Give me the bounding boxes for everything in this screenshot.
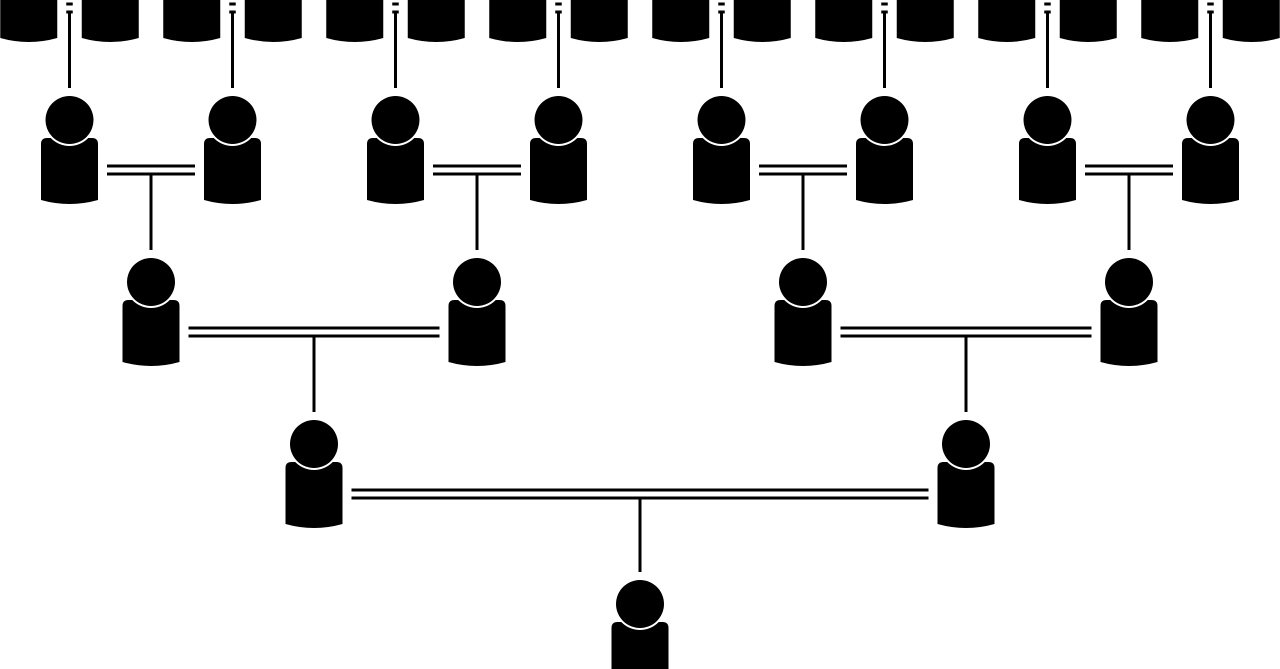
person-body bbox=[1059, 0, 1117, 42]
person-body bbox=[856, 138, 913, 204]
person-head bbox=[534, 96, 583, 144]
person-head bbox=[697, 96, 746, 144]
person-head bbox=[1023, 96, 1072, 144]
person-body bbox=[407, 0, 465, 42]
person-head bbox=[127, 258, 175, 306]
person-icon bbox=[1100, 256, 1158, 366]
person-body bbox=[652, 0, 710, 42]
person-icon bbox=[774, 256, 832, 366]
person-icon bbox=[530, 94, 587, 204]
person-body bbox=[611, 622, 669, 669]
couple-connector bbox=[229, 2, 236, 88]
person-body bbox=[163, 0, 221, 42]
person-body bbox=[1019, 138, 1076, 204]
person-icon bbox=[652, 0, 710, 42]
person-icon bbox=[856, 94, 913, 204]
person-icon bbox=[122, 256, 180, 366]
person-icon bbox=[407, 0, 465, 42]
person-body bbox=[489, 0, 547, 42]
person-icon bbox=[1141, 0, 1199, 42]
couple-connector bbox=[433, 164, 521, 250]
person-icon bbox=[163, 0, 221, 42]
person-head bbox=[860, 96, 909, 144]
person-head bbox=[942, 420, 990, 468]
person-body bbox=[0, 0, 58, 42]
person-icon bbox=[1182, 94, 1239, 204]
person-head bbox=[453, 258, 501, 306]
couple-connector bbox=[718, 2, 725, 88]
person-icon bbox=[448, 256, 506, 366]
person-icon bbox=[815, 0, 873, 42]
person-body bbox=[978, 0, 1036, 42]
person-icon bbox=[937, 418, 995, 528]
person-icon bbox=[611, 578, 669, 669]
person-icon bbox=[41, 94, 98, 204]
person-icon bbox=[733, 0, 791, 42]
person-icon bbox=[978, 0, 1036, 42]
person-head bbox=[290, 420, 338, 468]
person-icon bbox=[1059, 0, 1117, 42]
person-icon bbox=[489, 0, 547, 42]
person-body bbox=[1141, 0, 1199, 42]
person-icon bbox=[896, 0, 954, 42]
person-head bbox=[371, 96, 420, 144]
person-head bbox=[779, 258, 827, 306]
person-icon bbox=[0, 0, 58, 42]
person-body bbox=[285, 462, 343, 528]
person-icon bbox=[367, 94, 424, 204]
person-body bbox=[693, 138, 750, 204]
couple-connector bbox=[840, 326, 1092, 412]
person-body bbox=[326, 0, 384, 42]
couple-connector bbox=[1044, 2, 1051, 88]
person-body bbox=[570, 0, 628, 42]
person-body bbox=[937, 462, 995, 528]
person-body bbox=[733, 0, 791, 42]
couple-connector bbox=[759, 164, 847, 250]
person-icon bbox=[1222, 0, 1280, 42]
person-icon bbox=[1019, 94, 1076, 204]
person-body bbox=[815, 0, 873, 42]
couple-connector bbox=[107, 164, 195, 250]
person-icon bbox=[244, 0, 302, 42]
couple-connector bbox=[351, 488, 929, 572]
person-icon bbox=[326, 0, 384, 42]
person-head bbox=[208, 96, 257, 144]
person-body bbox=[81, 0, 139, 42]
person-body bbox=[367, 138, 424, 204]
person-body bbox=[1100, 300, 1158, 366]
person-icon bbox=[570, 0, 628, 42]
person-icon bbox=[81, 0, 139, 42]
person-body bbox=[41, 138, 98, 204]
person-icon bbox=[204, 94, 261, 204]
couple-connector bbox=[188, 326, 440, 412]
person-icon bbox=[285, 418, 343, 528]
person-head bbox=[1105, 258, 1153, 306]
person-body bbox=[1222, 0, 1280, 42]
person-body bbox=[204, 138, 261, 204]
couple-connector bbox=[555, 2, 562, 88]
person-body bbox=[896, 0, 954, 42]
couple-connector bbox=[66, 2, 73, 88]
person-body bbox=[774, 300, 832, 366]
tree-connectors bbox=[66, 2, 1214, 572]
couple-connector bbox=[881, 2, 888, 88]
person-body bbox=[448, 300, 506, 366]
couple-connector bbox=[1207, 2, 1214, 88]
person-head bbox=[616, 580, 664, 628]
person-body bbox=[1182, 138, 1239, 204]
person-head bbox=[1186, 96, 1235, 144]
person-body bbox=[122, 300, 180, 366]
couple-connector bbox=[1085, 164, 1173, 250]
couple-connector bbox=[392, 2, 399, 88]
person-icon bbox=[693, 94, 750, 204]
person-head bbox=[45, 96, 94, 144]
person-body bbox=[244, 0, 302, 42]
person-body bbox=[530, 138, 587, 204]
